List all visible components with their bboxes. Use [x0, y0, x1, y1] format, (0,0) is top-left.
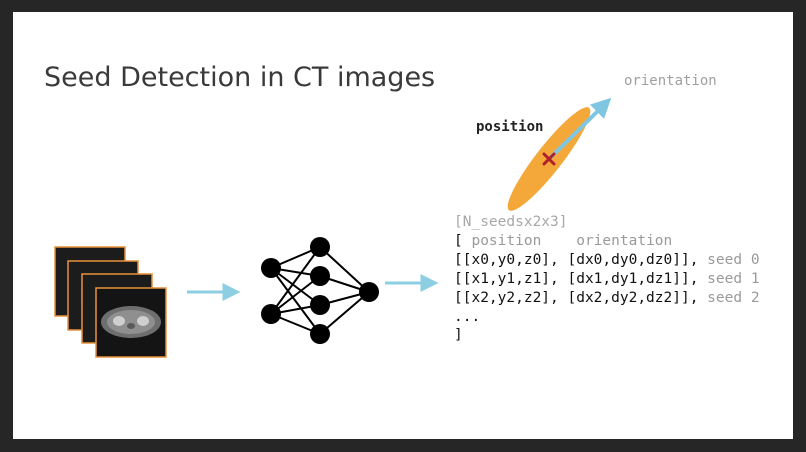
- slide: Seed Detection in CT images: [13, 12, 793, 439]
- ct-image-stack: [54, 246, 167, 358]
- diagram-canvas: [54, 97, 612, 358]
- network-node: [310, 237, 330, 257]
- output-row-tag: seed 0: [707, 252, 760, 268]
- network-node: [261, 304, 281, 324]
- output-row-tag: seed 1: [707, 271, 760, 287]
- ct-slice-frame-front: [95, 287, 167, 358]
- network-node: [310, 266, 330, 286]
- position-label: position: [476, 119, 544, 135]
- output-row: [[x1,y1,z1], [dx1,dy1,dz1]], seed 1: [454, 271, 760, 287]
- output-close-bracket: ]: [454, 327, 463, 343]
- position-column-label: position: [462, 233, 542, 249]
- seed-position-marker: [542, 152, 556, 166]
- network-node: [310, 324, 330, 344]
- output-row: [[x0,y0,z0], [dx0,dy0,dz0]], seed 0: [454, 252, 760, 268]
- seed-illustration: [507, 97, 612, 211]
- neural-network-icon: [270, 246, 370, 335]
- output-shape-label: [N_seedsx2x3]: [454, 214, 568, 230]
- output-column-header: [ position orientation: [454, 233, 672, 249]
- network-node: [359, 282, 379, 302]
- output-row-values: [[x1,y1,z1], [dx1,dy1,dz1]],: [454, 271, 699, 287]
- orientation-arrow: [547, 97, 612, 161]
- output-row-values: [[x2,y2,z2], [dx2,dy2,dz2]],: [454, 290, 699, 306]
- output-row: [[x2,y2,z2], [dx2,dy2,dz2]], seed 2: [454, 290, 760, 306]
- orientation-column-label: orientation: [576, 233, 673, 249]
- output-row-values: [[x0,y0,z0], [dx0,dy0,dz0]],: [454, 252, 699, 268]
- output-ellipsis: ...: [454, 309, 481, 325]
- output-open-bracket: [: [454, 233, 463, 249]
- output-row-tag: seed 2: [707, 290, 760, 306]
- orientation-label: orientation: [624, 73, 717, 89]
- network-node: [310, 295, 330, 315]
- slide-title: Seed Detection in CT images: [44, 62, 436, 93]
- network-node: [261, 258, 281, 278]
